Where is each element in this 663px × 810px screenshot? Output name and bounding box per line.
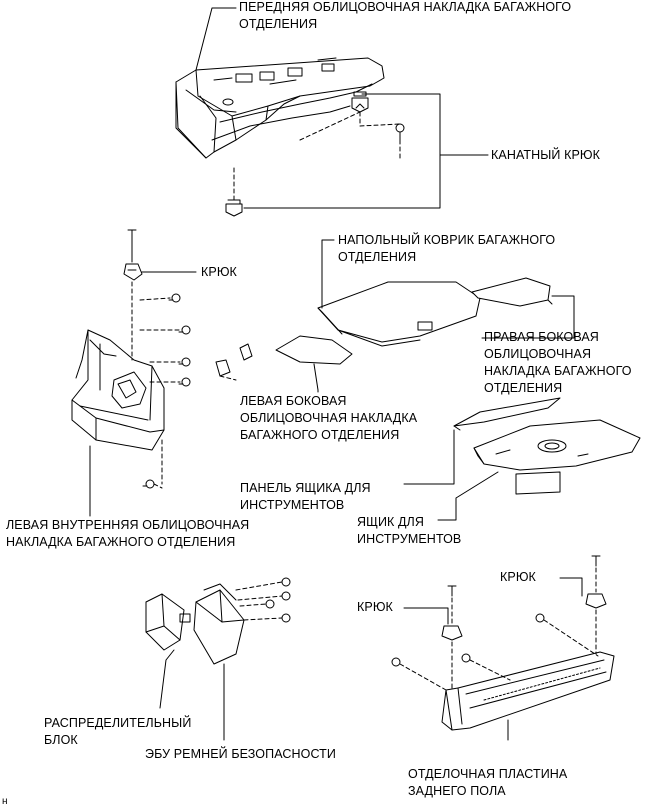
floor-mat-part bbox=[317, 281, 481, 347]
label-rope-hook: КАНАТНЫЙ КРЮК bbox=[491, 148, 601, 162]
label-right-side-trim: ПРАВАЯ БОКОВАЯ ОБЛИЦОВОЧНАЯ НАКЛАДКА БАГ… bbox=[484, 330, 632, 395]
seatbelt-ecu-part bbox=[193, 583, 245, 665]
right-side-trim-part bbox=[471, 277, 553, 307]
label-tool-box: ЯЩИК ДЛЯ ИНСТРУМЕНТОВ bbox=[357, 515, 462, 546]
left-inner-trim-part bbox=[71, 329, 165, 451]
label-hook-left: КРЮК bbox=[201, 265, 237, 279]
tool-box-panel-part bbox=[453, 397, 561, 431]
fastener-parts bbox=[142, 293, 253, 489]
corner-mark: н bbox=[2, 796, 8, 807]
junction-block-part bbox=[145, 593, 191, 651]
label-front-trim: ПЕРЕДНЯЯ ОБЛИЦОВОЧНАЯ НАКЛАДКА БАГАЖНОГО… bbox=[239, 0, 572, 31]
rear-hooks bbox=[391, 555, 607, 667]
label-seatbelt-ecu: ЭБУ РЕМНЕЙ БЕЗОПАСНОСТИ bbox=[145, 747, 336, 761]
leaders-toolbox bbox=[403, 429, 499, 521]
assembly-lines-top bbox=[233, 111, 401, 201]
leaders-top bbox=[195, 7, 489, 209]
leaders-rear bbox=[403, 577, 583, 741]
label-floor-mat: НАПОЛЬНЫЙ КОВРИК БАГАЖНОГО ОТДЕЛЕНИЯ bbox=[338, 233, 556, 264]
assembly-lines-rear bbox=[399, 567, 599, 691]
ecu-nuts bbox=[265, 577, 291, 623]
rope-hook-parts bbox=[225, 91, 405, 217]
label-tool-box-panel: ПАНЕЛЬ ЯЩИКА ДЛЯ ИНСТРУМЕНТОВ bbox=[240, 481, 371, 512]
label-rear-floor-plate: ОТДЕЛОЧНАЯ ПЛАСТИНА ЗАДНЕГО ПОЛА bbox=[408, 767, 568, 798]
front-trim-part bbox=[175, 57, 385, 159]
rear-floor-plate-part bbox=[441, 651, 615, 731]
hook-left-part bbox=[123, 229, 143, 281]
label-hook-rear-right: КРЮК bbox=[500, 570, 536, 584]
left-side-trim-part bbox=[275, 335, 353, 365]
assembly-lines-ecu bbox=[235, 581, 283, 621]
label-hook-rear-left: КРЮК bbox=[357, 600, 393, 614]
leaders-mat bbox=[313, 239, 575, 393]
leaders-left bbox=[89, 271, 197, 517]
label-left-side-trim: ЛЕВАЯ БОКОВАЯ ОБЛИЦОВОЧНАЯ НАКЛАДКА БАГА… bbox=[240, 394, 418, 442]
leaders-ecu bbox=[159, 649, 225, 741]
label-junction-block: РАСПРЕДЕЛИТЕЛЬНЫЙ БЛОК bbox=[44, 716, 192, 747]
assembly-lines-left bbox=[131, 281, 237, 489]
label-left-inner-trim: ЛЕВАЯ ВНУТРЕННЯЯ ОБЛИЦОВОЧНАЯ НАКЛАДКА Б… bbox=[6, 518, 250, 549]
tool-box-part bbox=[473, 419, 641, 495]
